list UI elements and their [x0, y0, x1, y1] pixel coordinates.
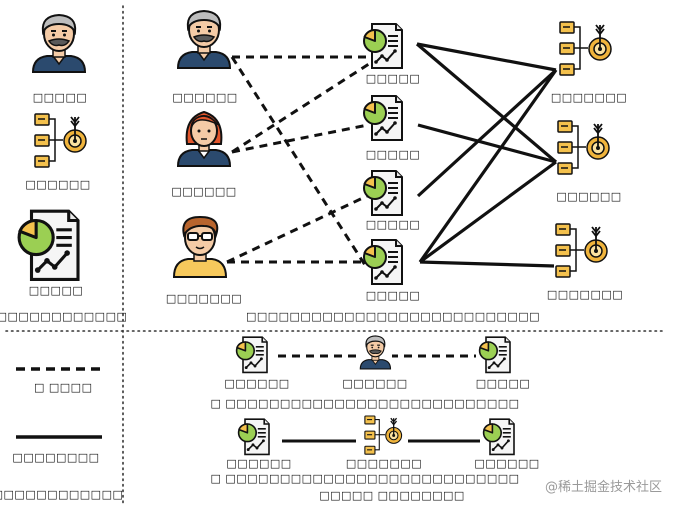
solid-link — [417, 123, 557, 164]
solid-connections — [415, 42, 558, 268]
person-glasses-icon — [173, 216, 227, 278]
person-label: □□□□□□ — [172, 91, 238, 104]
legend-solid-label: □□□□□□□□ — [12, 451, 100, 464]
person-woman-icon — [177, 111, 231, 167]
legend-goals-label: □□□□□□ — [25, 178, 91, 191]
solid-link — [416, 68, 558, 198]
legend-report-icon — [17, 209, 80, 281]
report-icon — [363, 239, 403, 285]
legend-person-label: □□□□□ — [32, 91, 88, 104]
report-icon — [363, 95, 403, 141]
legend-dashed-label: □ □□□□ — [34, 381, 93, 394]
dashed-connections — [226, 55, 373, 266]
solid-link — [416, 42, 557, 72]
goals-icon — [557, 120, 610, 175]
example-report-icon — [235, 336, 268, 374]
dashed-link — [230, 56, 367, 266]
solid-link — [418, 69, 558, 263]
dashed-link — [226, 194, 368, 264]
goals-icon — [559, 21, 612, 76]
example-caption-1: □ □□□□□□□□□□□□□□□□□□□□□□□□□□□ — [210, 397, 520, 410]
example-report-label: □□□□□□ — [474, 457, 540, 470]
solid-link — [415, 42, 558, 164]
person-label: □□□□□□□ — [165, 292, 243, 305]
goals-label: □□□□□□□ — [550, 91, 628, 104]
example-report-label: □□□□□ — [475, 377, 531, 390]
legend-person-icon — [32, 14, 86, 73]
solid-link — [419, 160, 557, 264]
person-bearded-icon — [177, 10, 231, 69]
report-label: □□□□□ — [365, 148, 421, 161]
watermark: @稀土掘金技术社区 — [544, 480, 662, 495]
example-caption-2: □ □□□□□□□□□□□□□□□□□□□□□□□□□□□ — [210, 472, 520, 485]
example-section-title: □□□□□ □□□□□□□□ — [319, 489, 465, 502]
dashed-link — [231, 123, 369, 154]
goals-icon — [555, 223, 608, 278]
separator-lines — [5, 5, 663, 504]
legend-report-label: □□□□□ — [28, 284, 84, 297]
legend-caption: □□□□□□□□□□□□ — [0, 310, 128, 323]
example-report-label: □□□□□□ — [226, 457, 292, 470]
goals-label: □□□□□□ — [556, 190, 622, 203]
report-label: □□□□□ — [365, 289, 421, 302]
legend-bottom-caption: □□□□□□□□□□□□ — [0, 488, 124, 501]
report-icon — [363, 23, 403, 69]
report-label: □□□□□ — [365, 218, 421, 231]
example-person-label: □□□□□□ — [342, 377, 408, 390]
person-label: □□□□□□ — [171, 185, 237, 198]
report-label: □□□□□ — [365, 72, 421, 85]
goals-label: □□□□□□□ — [546, 288, 624, 301]
example-report-label: □□□□□□ — [224, 377, 290, 390]
report-icon — [363, 170, 403, 216]
main-caption: □□□□□□□□□□□□□□□□□□□□□□□□□□□ — [245, 310, 541, 323]
example-goals-label: □□□□□□□ — [345, 457, 423, 470]
legend-goals-icon — [34, 113, 87, 168]
solid-link — [419, 260, 555, 268]
